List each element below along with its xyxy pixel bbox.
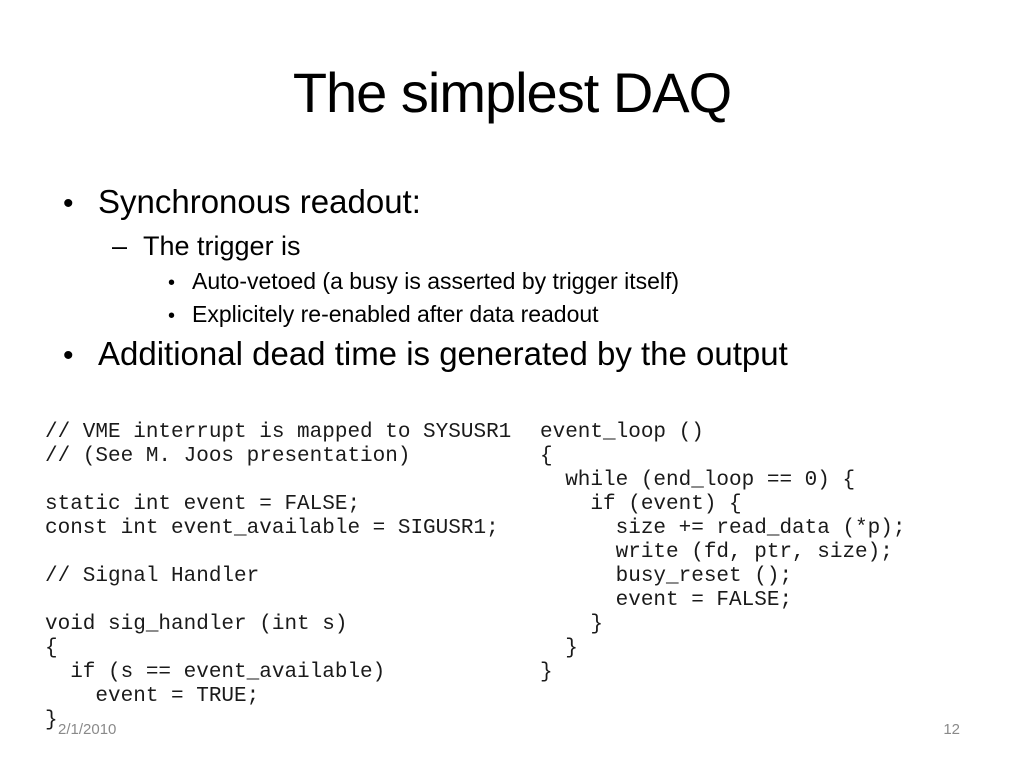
bullet-item-synchronous-readout: • Synchronous readout: bbox=[0, 181, 980, 223]
bullet-text: Synchronous readout: bbox=[98, 183, 421, 220]
bullet-item-additional-dead-time: • Additional dead time is generated by t… bbox=[0, 333, 980, 375]
code-block-signal-handler: // VME interrupt is mapped to SYSUSR1 //… bbox=[45, 421, 512, 732]
bullet-item-the-trigger-is: – The trigger is bbox=[0, 230, 980, 264]
slide-title: The simplest DAQ bbox=[292, 61, 732, 124]
bullet-dash-icon: – bbox=[112, 230, 128, 261]
slide-page-number: 12 bbox=[943, 721, 960, 738]
bullet-text: The trigger is bbox=[143, 230, 301, 261]
code-block-event-loop: event_loop () { while (end_loop == 0) { … bbox=[540, 421, 906, 684]
bullet-text: Additional dead time is generated by the… bbox=[98, 335, 788, 373]
bullet-list: • Synchronous readout: – The trigger is … bbox=[0, 181, 980, 375]
bullet-dot-icon: • bbox=[63, 187, 74, 220]
bullet-text: Explicitely re-enabled after data readou… bbox=[192, 301, 599, 328]
bullet-dot-icon: • bbox=[168, 272, 176, 295]
bullet-item-explicitely-reenabled: • Explicitely re-enabled after data read… bbox=[0, 300, 980, 329]
bullet-text: Auto-vetoed (a busy is asserted by trigg… bbox=[192, 268, 680, 295]
bullet-dot-icon: • bbox=[63, 339, 74, 373]
bullet-item-auto-vetoed: • Auto-vetoed (a busy is asserted by tri… bbox=[0, 267, 980, 296]
bullet-dot-icon: • bbox=[168, 305, 176, 328]
slide-date: 2/1/2010 bbox=[58, 721, 117, 738]
